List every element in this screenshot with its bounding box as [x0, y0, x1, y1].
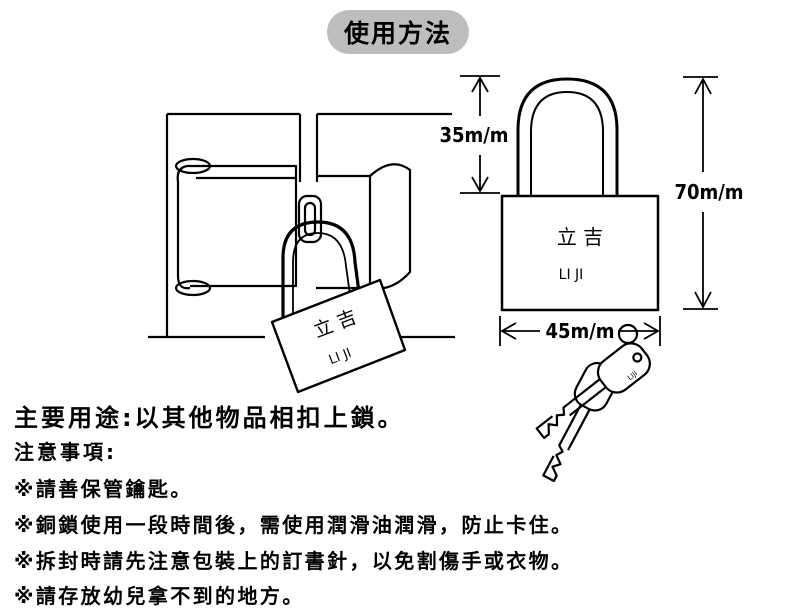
note-item: ※請存放幼兒拿不到的地方。 [14, 584, 305, 608]
note-item: ※拆封時請先注意包裝上的訂書針，以免割傷手或衣物。 [14, 549, 574, 573]
page-title: 使用方法 [327, 10, 469, 54]
notes-heading: 注意事項: [14, 440, 117, 464]
lock-brand-latin: LI JI [559, 267, 584, 283]
dimension-total-height: 70m/m [674, 180, 743, 204]
purpose-text: 主要用途:以其他物品相扣上鎖。 [14, 404, 405, 432]
padlock-illustration [500, 77, 660, 312]
lock-brand-chinese: 立 吉 [557, 225, 603, 249]
dimension-lines [460, 75, 718, 346]
dimension-width: 45m/m [545, 319, 614, 343]
dimension-shackle-height: 35m/m [439, 123, 508, 147]
note-item: ※銅鎖使用一段時間後，需使用潤滑油潤滑，防止卡住。 [14, 513, 574, 537]
note-item: ※請善保管鑰匙。 [14, 477, 193, 501]
keys-illustration [535, 323, 651, 483]
hasp-illustration [148, 112, 455, 394]
